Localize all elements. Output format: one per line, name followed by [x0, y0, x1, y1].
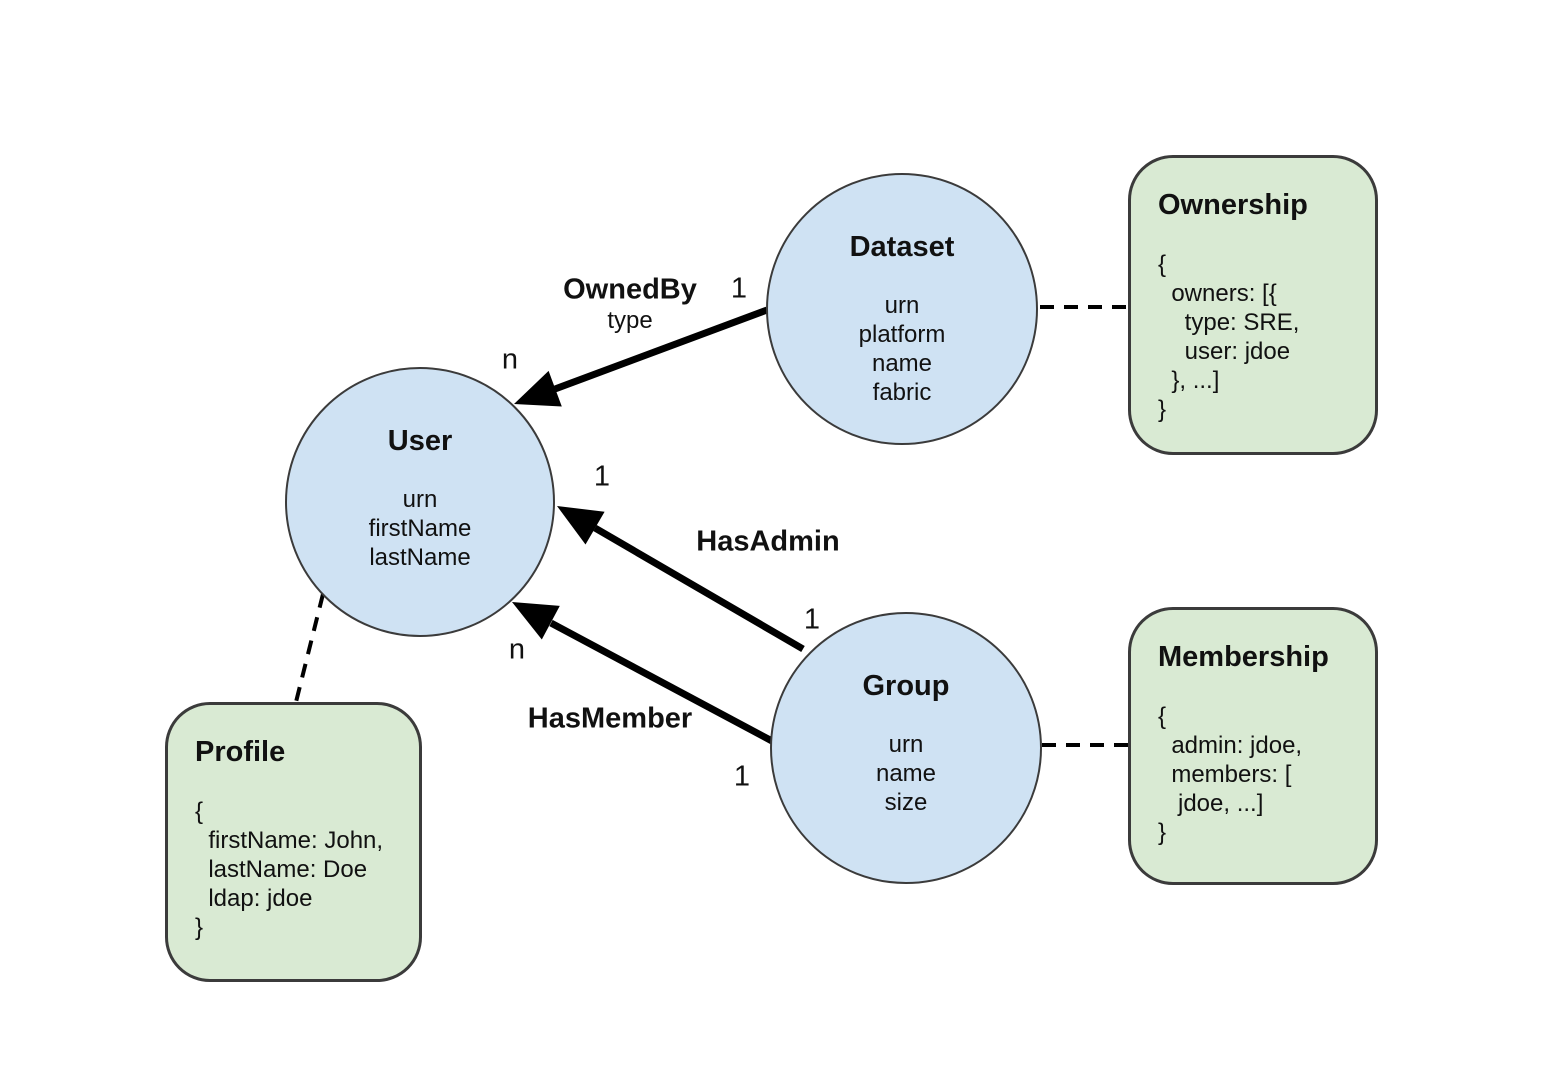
code-line: }, ...] — [1158, 367, 1220, 394]
aspect-box-profile: Profile { firstName: John, lastName: Doe… — [165, 702, 422, 982]
entity-node-user: User urn firstName lastName — [285, 367, 555, 637]
code-line: user: jdoe — [1158, 338, 1291, 365]
user-profile-dashed-connector — [294, 593, 325, 703]
aspect-box-ownership: Ownership { owners: [{ type: SRE, user: … — [1128, 155, 1378, 455]
entity-attribute: name — [875, 760, 937, 787]
entity-attribute: fabric — [872, 379, 932, 406]
aspect-title: Profile — [195, 736, 286, 768]
edge-label-hasadmin: HasAdmin — [696, 525, 840, 558]
entity-attributes: urn firstName lastName — [287, 485, 553, 572]
cardinality-hasmember-group: 1 — [733, 760, 751, 793]
code-line: owners: [{ — [1158, 280, 1277, 307]
aspect-box-membership: Membership { admin: jdoe, members: [ jdo… — [1128, 607, 1378, 885]
entity-title: Dataset — [849, 231, 955, 263]
edge-label-ownedby: OwnedBy — [563, 273, 697, 306]
cardinality-ownedby-dataset: 1 — [730, 272, 748, 305]
edge-label-hasmember: HasMember — [527, 702, 693, 735]
aspect-title: Ownership — [1158, 189, 1308, 221]
entity-attribute: size — [884, 789, 928, 816]
entity-attribute: urn — [884, 292, 920, 319]
code-line: } — [195, 914, 204, 941]
hasmember-arrow-line — [549, 619, 774, 745]
code-line: } — [1158, 819, 1167, 846]
cardinality-hasmember-user: n — [508, 633, 526, 666]
entity-attributes: urn platform name fabric — [768, 291, 1036, 407]
hasadmin-arrow-line — [593, 524, 805, 653]
code-line: } — [1158, 396, 1167, 423]
cardinality-ownedby-user: n — [501, 343, 519, 376]
code-line: { — [1158, 703, 1167, 730]
code-line: { — [1158, 251, 1167, 278]
entity-attribute: urn — [888, 731, 924, 758]
entity-title: User — [387, 425, 453, 457]
aspect-code: { owners: [{ type: SRE, user: jdoe }, ..… — [1158, 250, 1365, 424]
code-line: ldap: jdoe — [195, 885, 313, 912]
entity-attribute: name — [871, 350, 933, 377]
code-line: { — [195, 798, 204, 825]
cardinality-hasadmin-user: 1 — [593, 460, 611, 493]
entity-attribute: lastName — [369, 544, 471, 571]
aspect-title: Membership — [1158, 641, 1329, 673]
code-line: members: [ — [1158, 761, 1292, 788]
entity-attribute: platform — [858, 321, 946, 348]
hasmember-arrowhead — [512, 602, 560, 640]
entity-attribute: urn — [402, 486, 438, 513]
entity-node-group: Group urn name size — [770, 612, 1042, 884]
entity-attribute: firstName — [368, 515, 472, 542]
code-line: type: SRE, — [1158, 309, 1300, 336]
cardinality-hasadmin-group: 1 — [803, 603, 821, 636]
code-line: admin: jdoe, — [1158, 732, 1303, 759]
entity-attributes: urn name size — [772, 730, 1040, 817]
hasadmin-arrowhead — [557, 506, 605, 545]
code-line: firstName: John, — [195, 827, 384, 854]
ownedby-arrow-line — [553, 306, 769, 393]
code-line: jdoe, ...] — [1158, 790, 1264, 817]
entity-title: Group — [862, 670, 950, 702]
aspect-code: { firstName: John, lastName: Doe ldap: j… — [195, 797, 409, 942]
aspect-code: { admin: jdoe, members: [ jdoe, ...] } — [1158, 702, 1365, 847]
entity-node-dataset: Dataset urn platform name fabric — [766, 173, 1038, 445]
edge-sublabel-ownedby-type: type — [607, 307, 653, 334]
code-line: lastName: Doe — [195, 856, 368, 883]
ownedby-arrowhead — [514, 370, 562, 407]
